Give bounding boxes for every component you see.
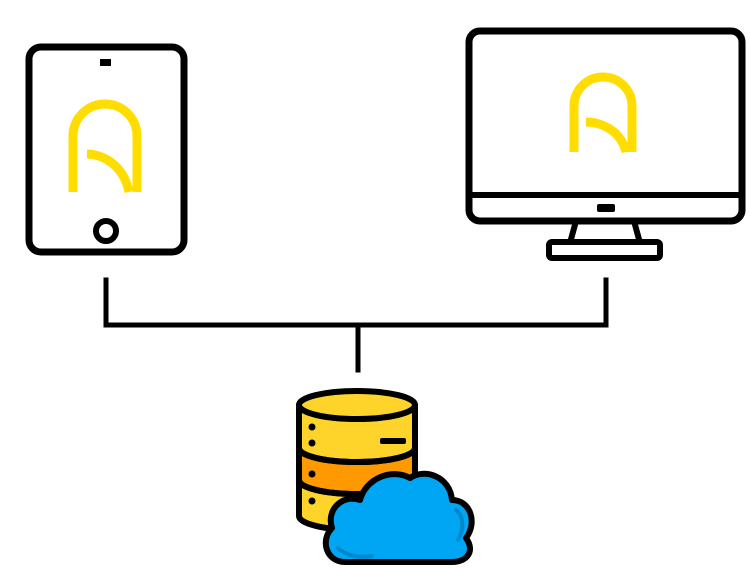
tablet-home-button <box>93 218 119 244</box>
tablet-icon <box>25 43 188 256</box>
monitor-icon <box>465 27 746 261</box>
database-top-cap <box>296 388 418 422</box>
monitor-power-button <box>597 204 615 212</box>
app-logo-icon <box>68 99 142 194</box>
cloud-database-icon <box>296 388 475 565</box>
cloud-shape <box>322 470 475 565</box>
app-logo-icon <box>569 72 637 154</box>
cloud-icon <box>322 470 475 565</box>
tablet-body <box>25 43 188 256</box>
tablet-camera <box>100 59 111 66</box>
cloud-shade <box>336 546 374 559</box>
connector-lines <box>103 277 609 373</box>
connector-desktop <box>355 277 609 328</box>
database-indicators <box>308 423 406 505</box>
connector-tablet <box>103 277 361 328</box>
monitor-stand-base <box>546 239 663 261</box>
